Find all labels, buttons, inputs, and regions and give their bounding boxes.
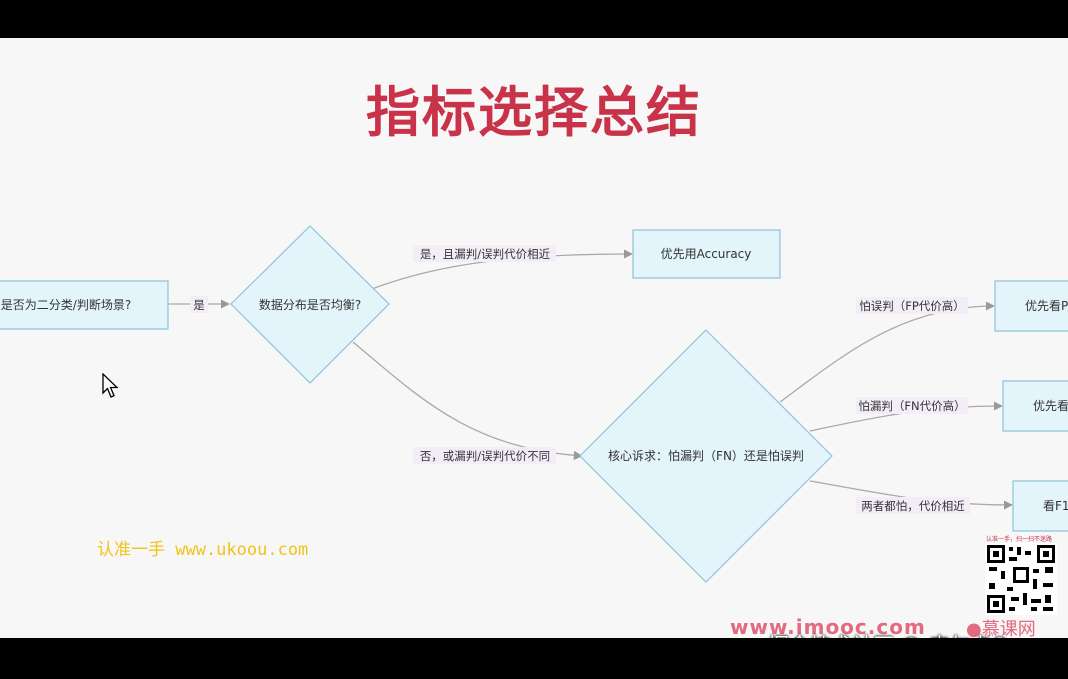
qr-caption: 认准一手，扫一扫不迷路 bbox=[986, 536, 1053, 543]
edge-label-yes: 是 bbox=[193, 298, 205, 312]
mouse-cursor-icon bbox=[102, 372, 120, 403]
node-accuracy bbox=[632, 229, 781, 279]
node-start bbox=[0, 280, 169, 330]
flame-icon: ● bbox=[966, 619, 982, 638]
node-core-label: 核心诉求：怕漏判（FN）还是怕误判 bbox=[608, 448, 804, 463]
flowchart: 是否为二分类/判断场景? 数据分布是否均衡? 优先用Accuracy 核心诉求：… bbox=[0, 225, 1068, 583]
watermark-imooc: www.imooc.com bbox=[730, 615, 926, 638]
edge-balance-core bbox=[352, 341, 583, 460]
edge-label-no-diff: 否，或漏判/误判代价不同 bbox=[420, 449, 550, 463]
slide-title: 指标选择总结 bbox=[366, 81, 702, 144]
edge-label-fear-fn: 怕漏判（FN代价高） bbox=[858, 399, 965, 413]
watermark-ukoou: 认准一手 www.ukoou.com bbox=[97, 540, 309, 560]
node-precision bbox=[994, 280, 1068, 332]
node-balance-label: 数据分布是否均衡? bbox=[259, 297, 361, 312]
slide: 指标选择总结 是否为二分类/判断场景? 数据分布是否均衡? 优先用Accurac… bbox=[0, 38, 1068, 638]
qr-code-icon bbox=[985, 543, 1057, 615]
edge-core-precision bbox=[779, 301, 995, 403]
mooc-brand-text: 慕课网 bbox=[981, 619, 1036, 638]
watermark-juejin: 掘金技术社区 @ 皮尔卡Q bbox=[768, 630, 1008, 638]
node-start-label: 是否为二分类/判断场景? bbox=[1, 297, 131, 312]
node-recall-label: 优先看 bbox=[1033, 399, 1068, 413]
edge-label-fear-fp: 怕误判（FP代价高） bbox=[859, 299, 965, 313]
node-f1-label: 看F1 bbox=[1043, 499, 1068, 513]
bottom-letterbox bbox=[0, 638, 1068, 679]
watermark-mooc-brand: ●慕课网 bbox=[966, 615, 1036, 638]
edge-label-both: 两者都怕，代价相近 bbox=[861, 499, 965, 513]
node-recall bbox=[1002, 380, 1068, 432]
node-f1 bbox=[1012, 480, 1068, 532]
node-core bbox=[579, 329, 833, 583]
node-precision-label: 优先看P bbox=[1025, 299, 1068, 313]
node-accuracy-label: 优先用Accuracy bbox=[661, 247, 752, 261]
edge-label-yes-similar: 是，且漏判/误判代价相近 bbox=[420, 247, 551, 261]
node-balance bbox=[230, 225, 390, 384]
